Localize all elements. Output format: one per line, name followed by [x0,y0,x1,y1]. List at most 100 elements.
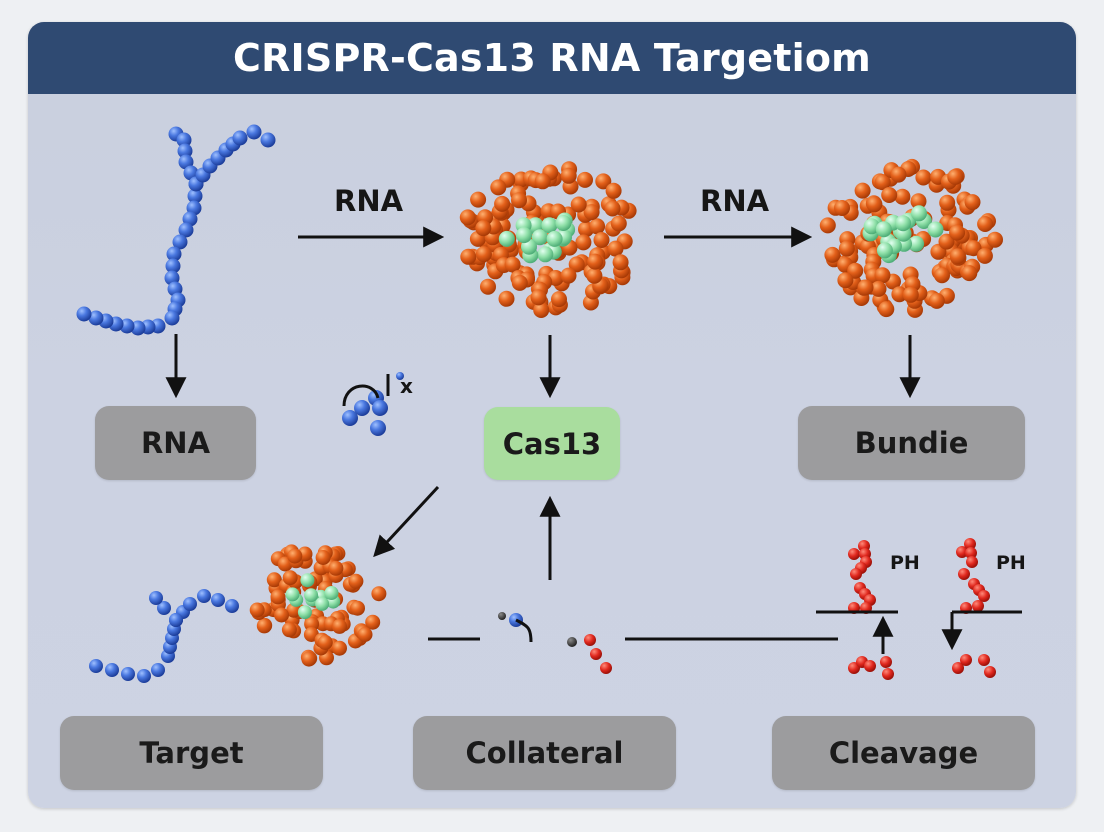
ph-label-right: PH [996,552,1026,574]
bundie-box: Bundie [798,406,1025,480]
protein-bead [350,600,365,616]
protein-bead [834,200,850,216]
protein-bead [915,169,932,186]
core-bead [546,230,563,247]
core-bead [324,586,339,600]
protein-bead [256,618,272,634]
protein-bead [910,193,927,210]
bead [848,548,860,560]
protein-bead [857,279,874,296]
protein-bead [357,627,373,642]
bead [176,132,192,148]
bead [342,410,358,426]
target-box: Target [60,716,323,790]
protein-bead [530,289,547,306]
protein-bead [266,572,282,588]
protein-bead [583,204,600,221]
ph-fragment-left [848,540,876,614]
bead [354,400,370,416]
protein-bead [890,166,907,183]
bead [197,589,211,603]
collateral-box: Collateral [413,716,676,790]
protein-bead [533,302,550,318]
arrow-cas13-to-target [373,485,440,558]
protein-bead [480,278,496,295]
bead [225,599,239,613]
protein-bead [287,548,303,564]
cleavage-box-label: Cleavage [828,736,979,770]
cas13-bundle-molecule [819,158,1003,318]
protein-bead [870,280,887,297]
core-bead [285,587,300,602]
bead [372,400,388,416]
protein-bead [977,216,994,232]
cas13-box-label: Cas13 [502,426,602,461]
protein-bead [902,286,919,303]
protein-bead [332,618,347,634]
protein-bead [560,267,577,284]
diagram-title: CRISPR-Cas13 RNA Targetiom [233,36,871,80]
protein-bead [315,550,331,565]
core-bead [537,246,554,263]
bead [137,669,151,683]
bead [600,662,612,674]
bead [183,597,197,611]
bead [396,372,404,380]
protein-bead [964,194,981,211]
protein-bead [249,602,265,618]
bead [164,310,180,326]
protein-bead [551,291,567,308]
bead [584,634,596,646]
protein-bead [498,290,515,307]
protein-bead [837,272,854,289]
protein-bead [475,246,492,263]
core-bead [555,215,572,231]
protein-bead [866,196,883,213]
core-bead [908,235,925,252]
bead [121,667,135,681]
core-bead [516,227,532,244]
protein-bead [317,635,333,650]
arrow-label-left: RNA [334,184,404,218]
protein-bead [874,174,891,191]
rna-box-label: RNA [140,426,211,460]
protein-bead [282,570,298,586]
protein-bead [607,240,624,257]
bead [882,668,894,680]
protein-bead [534,173,551,190]
bead [964,538,976,550]
protein-bead [274,607,289,623]
protein-bead [589,218,606,235]
arrow-label-right: RNA [700,184,770,218]
bead [260,132,276,148]
protein-bead [301,651,317,667]
bead [965,547,977,559]
protein-bead [494,195,511,212]
cas13-complex-molecule [459,161,637,318]
bundie-box-label: Bundie [854,426,969,460]
protein-bead [838,240,855,257]
bead [972,600,984,612]
ph-fragment-right [956,538,990,614]
core-bead [895,215,912,232]
protein-bead [928,292,945,309]
cleaved-fragment-right [952,654,996,678]
protein-bead [593,232,610,248]
protein-bead [965,240,982,257]
bead [172,234,188,250]
protein-bead [371,586,387,602]
protein-bead [304,616,320,632]
protein-bead [332,640,347,656]
protein-bead [612,254,629,271]
diagram-panel: CRISPR-Cas13 RNA Targetiom [28,22,1076,808]
target-rna-strand [89,589,239,683]
protein-bead [610,215,627,232]
protein-bead [568,256,585,273]
core-bead [304,588,319,603]
protein-bead [881,187,898,203]
core-bead [876,242,893,259]
protein-bead [947,168,964,185]
bead [169,613,183,627]
protein-bead [976,247,993,264]
bead [966,556,978,568]
